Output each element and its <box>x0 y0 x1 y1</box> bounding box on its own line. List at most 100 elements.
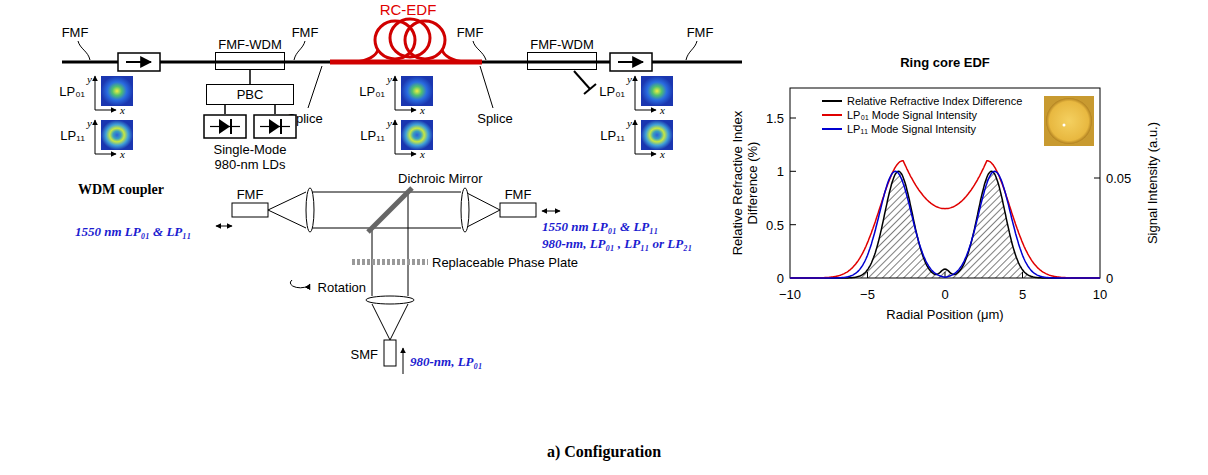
legend-text: Relative Refractive Index Difference <box>847 95 1022 107</box>
label: 0.5 <box>766 217 784 232</box>
label: 0.05 <box>1106 171 1131 186</box>
label: Rotation <box>318 280 366 295</box>
label: WDM coupler <box>78 182 164 198</box>
axis-arrow <box>395 154 416 155</box>
label: x <box>420 148 425 160</box>
label: Ring core EDF <box>900 55 990 70</box>
label: Relative Refractive Index Difference (%) <box>730 108 760 258</box>
axis-arrow <box>635 110 656 111</box>
label: 0 <box>777 271 784 286</box>
label: Splice <box>477 111 512 126</box>
legend-text: LP₁₁ Mode Signal Intensity <box>847 123 976 135</box>
caption: a) Configuration <box>547 443 661 461</box>
mode-image <box>101 120 133 150</box>
label: LP₀₁ <box>59 84 85 99</box>
label: FMF <box>687 25 714 40</box>
node-text: FMF-WDM <box>215 37 285 52</box>
mode-image <box>641 120 673 150</box>
tick <box>790 171 796 172</box>
label: FMF <box>237 187 264 202</box>
terminated-port <box>574 71 596 94</box>
label: LP₀₁ <box>359 84 385 99</box>
label: LP₁₁ <box>600 128 625 143</box>
label: FMF <box>505 187 532 202</box>
process-box: PBC <box>206 84 294 105</box>
diode-symbol <box>219 119 230 134</box>
fiber-line <box>62 62 742 63</box>
axis-arrow <box>95 110 116 111</box>
node-text: PBC <box>215 86 285 103</box>
mode-image <box>401 120 433 150</box>
label: Radial Position (μm) <box>886 307 1003 322</box>
tick <box>1094 178 1100 179</box>
legend-swatch <box>822 128 842 130</box>
index-curve <box>790 171 1100 278</box>
label: 0 <box>941 287 948 302</box>
axis-arrow <box>635 120 636 154</box>
label: 0 <box>1106 271 1113 286</box>
lp01-curve <box>790 161 1100 278</box>
wdm-coupler <box>216 188 560 374</box>
wdm-box <box>215 52 285 70</box>
label: FMF <box>292 25 319 40</box>
axis-arrow <box>395 76 396 110</box>
label: x <box>420 104 425 116</box>
label: −5 <box>860 287 875 302</box>
lp11-curve <box>790 171 1100 278</box>
label: x <box>660 148 665 160</box>
axis-arrow <box>635 154 656 155</box>
node-text: Single-Mode 980-nm LDs <box>200 142 300 172</box>
label: 1550 nm LP₀₁ & LP₁₁ <box>75 224 191 240</box>
label: Replaceable Phase Plate <box>432 255 578 270</box>
label: LP₁₁ <box>360 128 385 143</box>
label: 1 <box>777 164 784 179</box>
chart <box>790 88 1100 278</box>
connector <box>249 70 251 84</box>
label: y <box>87 117 92 129</box>
label: x <box>120 104 125 116</box>
label: −10 <box>779 287 801 302</box>
mode-image <box>641 76 673 106</box>
leader-line <box>78 41 697 108</box>
diode-box <box>204 115 246 138</box>
diode-symbols <box>200 114 300 140</box>
label: FMF <box>62 25 89 40</box>
label: FMF <box>457 25 484 40</box>
label: LP₀₁ <box>599 84 625 99</box>
label: LP₁₁ <box>60 128 85 143</box>
core-hatch <box>790 171 1100 278</box>
legend-swatch <box>822 114 842 116</box>
wdm-node: FMF-WDM <box>527 37 597 70</box>
mode-image <box>101 76 133 106</box>
label: x <box>120 148 125 160</box>
label: y <box>387 117 392 129</box>
label: RC-EDF <box>380 1 437 18</box>
legend-text: LP₀₁ Mode Signal Intensity <box>847 109 977 121</box>
label: SMF <box>351 347 378 362</box>
label: 980-nm, LP₀₁ , LP₁₁ or LP₂₁ <box>542 236 692 252</box>
label: y <box>627 117 632 129</box>
axis-arrow <box>95 76 96 110</box>
axis-arrow <box>635 76 636 110</box>
diode-bar <box>230 119 232 134</box>
wdm-box <box>527 52 597 70</box>
label: 1550 nm LP₀₁ & LP₁₁ <box>542 219 658 235</box>
axis-arrow <box>95 120 96 154</box>
laser-diode-pair: Single-Mode 980-nm LDs <box>200 114 300 172</box>
diode-bar <box>280 119 282 134</box>
diode-box <box>254 115 296 138</box>
isolator <box>118 53 652 71</box>
axis-arrow <box>395 120 396 154</box>
label: Signal Intensity (a.u.) <box>1145 122 1160 244</box>
label: y <box>627 73 632 85</box>
wdm-node: FMF-WDM <box>215 37 285 70</box>
tick <box>790 224 796 225</box>
label: 980-nm, LP₀₁ <box>410 354 483 370</box>
diode-symbol <box>269 119 280 134</box>
mode-image <box>401 76 433 106</box>
label: 10 <box>1093 287 1107 302</box>
axis-arrow <box>395 110 416 111</box>
label: x <box>660 104 665 116</box>
rc-edf-coil <box>355 19 465 62</box>
